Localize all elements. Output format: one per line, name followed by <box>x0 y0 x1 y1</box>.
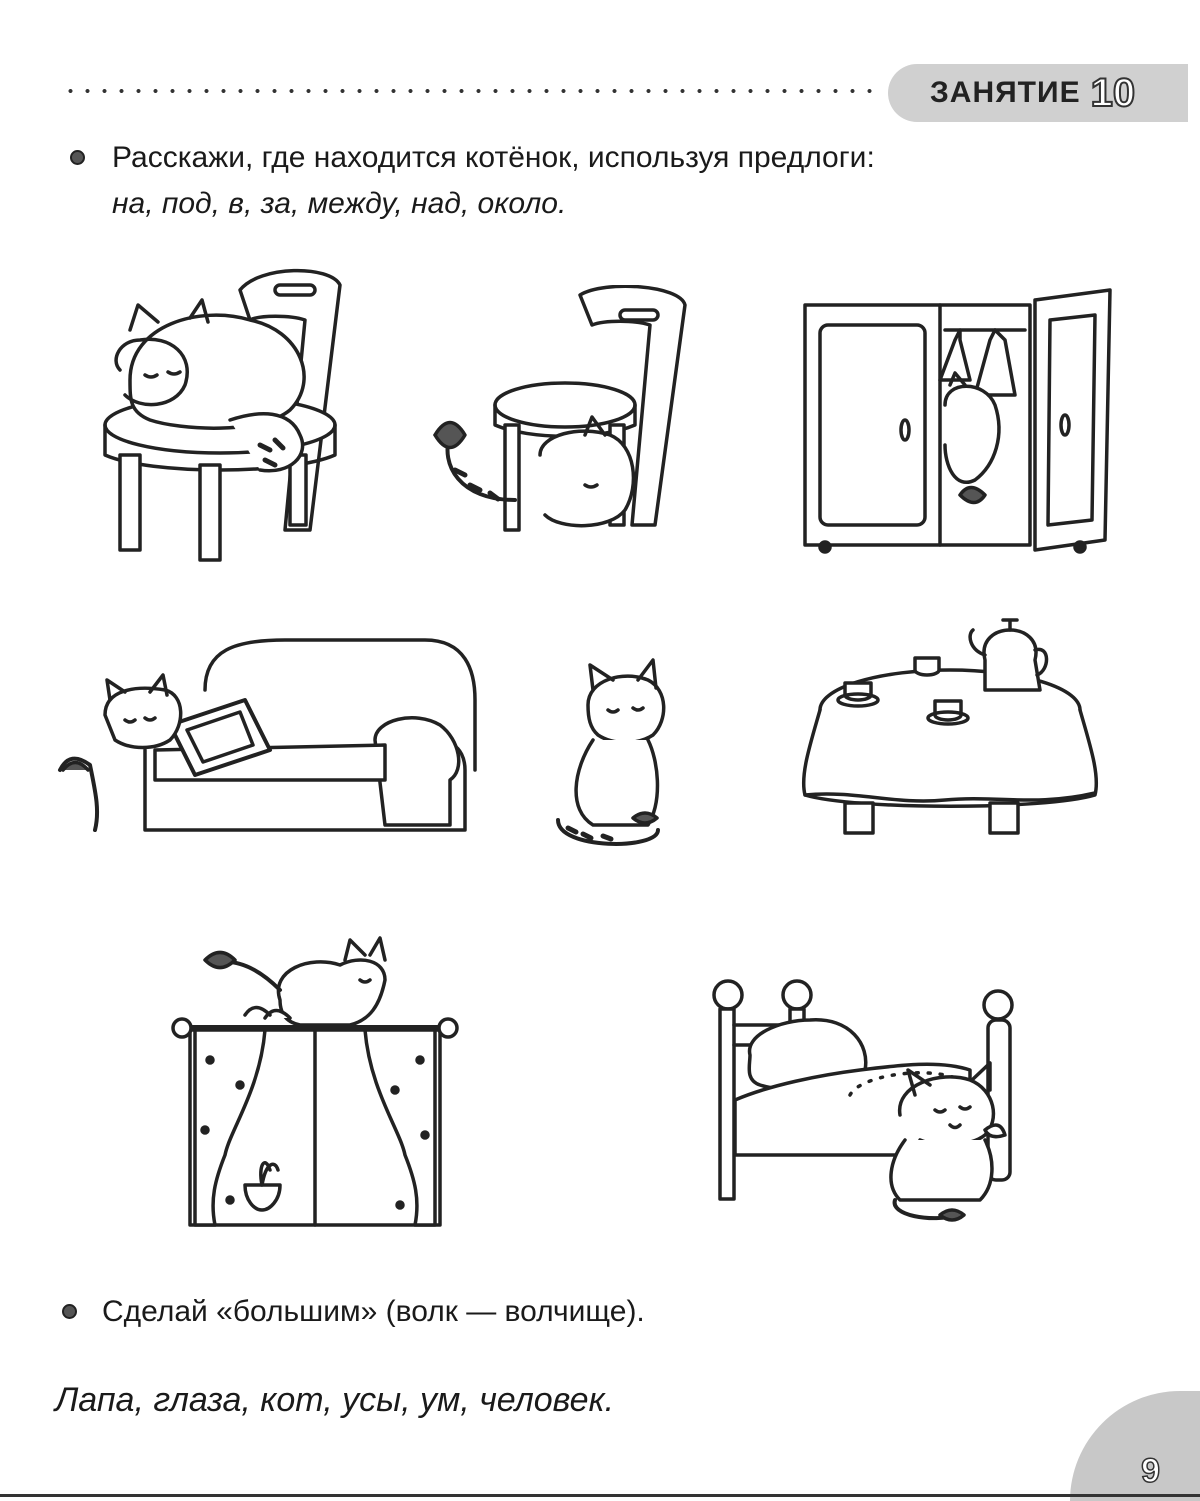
bullet-icon <box>70 150 85 165</box>
task2-instruction: Сделай «большим» (волк — волчище). <box>102 1295 645 1328</box>
table-with-tea-set-icon <box>795 615 1105 845</box>
lesson-badge: ЗАНЯТИЕ 10 <box>888 64 1188 122</box>
kitten-near-bed-icon <box>700 975 1040 1240</box>
header-dotted-line <box>62 88 872 94</box>
kitten-on-chair-icon <box>90 260 370 570</box>
lesson-label: ЗАНЯТИЕ <box>930 76 1081 109</box>
task1-instruction: Расскажи, где находится котёнок, использ… <box>112 141 875 174</box>
kitten-in-wardrobe-icon <box>800 285 1120 560</box>
lesson-number: 10 <box>1090 70 1136 116</box>
bullet-icon <box>62 1304 77 1319</box>
kitten-between-sofa-and-table-icon <box>548 650 678 850</box>
page-corner <box>1070 1391 1200 1501</box>
bottom-rule <box>0 1494 1200 1497</box>
kitten-above-window-icon <box>170 930 460 1240</box>
task2-words: Лапа, глаза, кот, усы, ум, человек. <box>55 1381 615 1419</box>
task1-prepositions: на, под, в, за, между, над, около. <box>112 187 567 220</box>
kitten-under-chair-icon <box>420 285 710 545</box>
page-number: 9 <box>1140 1451 1160 1491</box>
kitten-behind-sofa-icon <box>55 630 485 845</box>
